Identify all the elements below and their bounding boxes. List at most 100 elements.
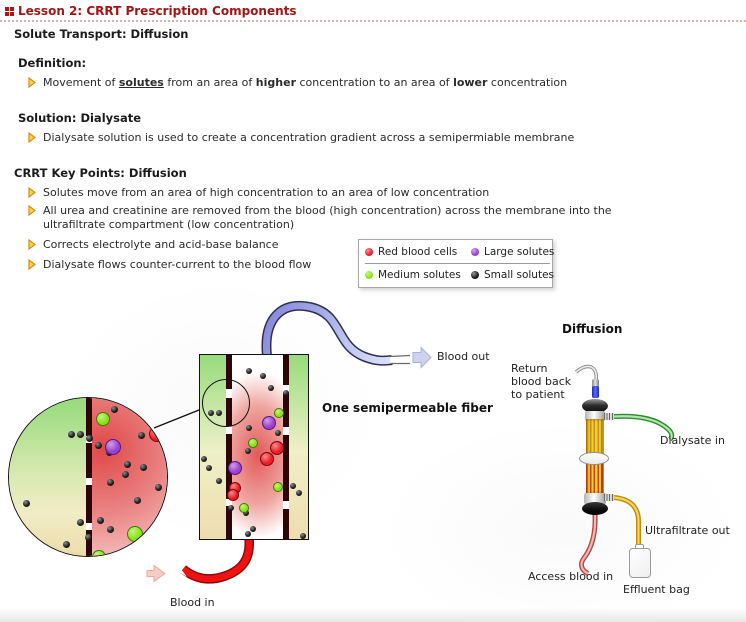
small-solutes-swatch	[471, 270, 479, 279]
membrane-segment	[283, 393, 289, 427]
small-solute-dot	[106, 525, 114, 533]
medium-solute-dot	[273, 482, 283, 492]
hemofilter-top-collar	[585, 411, 605, 421]
access-blood-tube	[580, 513, 597, 575]
small-solute-dot	[76, 518, 84, 526]
hemofilter-blue-connector	[592, 386, 599, 398]
red-blood-cell-dot	[270, 441, 284, 455]
blood-in-tube-outline	[179, 537, 254, 584]
tube-opening	[390, 356, 410, 363]
effluent-bag-label: Effluent bag	[623, 583, 690, 596]
effluent-bag	[629, 548, 651, 578]
small-solute-dot	[22, 499, 30, 507]
key-point-bullet: Dialysate flows counter-current to the b…	[28, 258, 311, 272]
blood-out-tube	[262, 302, 393, 365]
main-heading: Solute Transport: Diffusion	[14, 27, 189, 41]
bullet-arrow-icon	[28, 259, 36, 270]
small-solute-dot	[245, 531, 251, 537]
dialysate-side	[9, 398, 89, 556]
red-blood-cell-dot	[149, 426, 165, 442]
small-solute-dot	[246, 425, 252, 431]
bullet-arrow-icon	[28, 205, 36, 216]
small-solute-dot	[290, 483, 296, 489]
membrane-segment	[283, 509, 289, 539]
solution-heading: Solution: Dialysate	[18, 111, 142, 125]
hemofilter-middle-ring	[579, 452, 609, 465]
hemofilter-fiber-bundle-lower	[586, 461, 604, 494]
key-point-text: Dialysate flows counter-current to the b…	[43, 258, 312, 271]
tube-opening-edge	[389, 354, 411, 358]
large-solute-dot	[105, 439, 121, 455]
legend-box: Red blood cells Large solutes Medium sol…	[358, 239, 555, 288]
legend-label: Medium solutes	[378, 268, 461, 281]
small-solute-dot	[243, 510, 249, 516]
blood-in-label: Blood in	[170, 596, 215, 609]
header-separator	[0, 20, 746, 22]
ultrafiltrate-out-label: Ultrafiltrate out	[645, 524, 730, 537]
ultrafiltrate-tube	[613, 496, 640, 549]
legend-divider	[365, 263, 550, 264]
small-solute-dot	[283, 390, 289, 396]
membrane-segment	[226, 355, 232, 389]
blood-out-label: Blood out	[437, 350, 490, 363]
hemofilter-bottom-cap	[582, 502, 608, 515]
key-point-text: Corrects electrolyte and acid-base balan…	[43, 238, 279, 251]
blood-out-arrow-icon	[412, 346, 432, 369]
access-blood-in-label: Access blood in	[528, 570, 614, 583]
key-point-bullet: All urea and creatinine are removed from…	[28, 204, 633, 232]
medium-solute-dot	[96, 412, 110, 426]
medium-solute-dot	[248, 438, 258, 448]
medium-solutes-swatch	[365, 270, 373, 279]
small-solute-dot	[154, 483, 162, 491]
key-points-heading: CRRT Key Points: Diffusion	[14, 166, 187, 180]
fiber-cross-section	[199, 354, 309, 540]
small-solute-dot	[84, 533, 92, 541]
red-blood-cell-dot	[260, 452, 274, 466]
large-solute-dot	[262, 416, 276, 430]
hemofilter-title: Diffusion	[562, 322, 623, 336]
legend-row: Medium solutes Small solutes	[359, 263, 554, 286]
small-solute-dot	[245, 448, 251, 454]
return-blood-label: Return blood back to patient	[511, 362, 572, 401]
definition-bullet: Movement of solutes from an area of high…	[28, 76, 567, 90]
small-solute-dot	[268, 385, 274, 391]
red-blood-cell-dot	[227, 489, 239, 501]
small-solute-dot	[85, 434, 93, 442]
small-solute-dot	[139, 463, 147, 471]
small-solute-dot	[96, 516, 104, 524]
small-solute-dot	[228, 505, 234, 511]
ultrafiltrate-tube-outline	[613, 495, 641, 549]
callout-circle	[202, 379, 250, 427]
small-solute-dot	[250, 526, 256, 532]
medium-solute-dot	[239, 503, 249, 513]
hemofilter-bottom-collar	[584, 493, 606, 504]
small-solute-dot	[123, 460, 131, 468]
blood-in-tube	[180, 537, 253, 583]
bullet-arrow-icon	[28, 77, 36, 88]
key-point-bullet: Solutes move from an area of high concen…	[28, 186, 489, 200]
tube-end-notch	[174, 561, 187, 577]
key-point-text: Solutes move from an area of high concen…	[43, 186, 490, 199]
small-solute-dot	[67, 430, 75, 438]
small-solute-dot	[296, 490, 302, 496]
dialysate-in-label: Dialysate in	[660, 434, 725, 447]
membrane-segment	[86, 398, 92, 436]
small-solute-dot	[62, 540, 70, 548]
small-solute-dot	[300, 533, 306, 539]
legend-item-small-solutes: Small solutes	[471, 269, 554, 281]
hemofilter-top-cap	[582, 399, 608, 413]
legend-label: Large solutes	[484, 245, 555, 258]
hemofilter-top-port	[592, 379, 599, 388]
definition-bullet-text: Movement of solutes from an area of high…	[43, 76, 568, 89]
small-solute-dot	[121, 470, 129, 478]
lesson-bullet-icon	[5, 7, 14, 16]
access-blood-tube-outline	[578, 513, 598, 576]
dialysate-port	[604, 413, 614, 420]
small-solute-dot	[76, 430, 84, 438]
bullet-arrow-icon	[28, 132, 36, 143]
small-solute-dot	[94, 441, 102, 449]
membrane-segment	[86, 530, 92, 556]
ultrafiltrate-port	[604, 494, 614, 501]
blood-in-arrow-icon	[146, 564, 166, 583]
legend-item-red-blood-cells: Red blood cells	[365, 246, 464, 258]
